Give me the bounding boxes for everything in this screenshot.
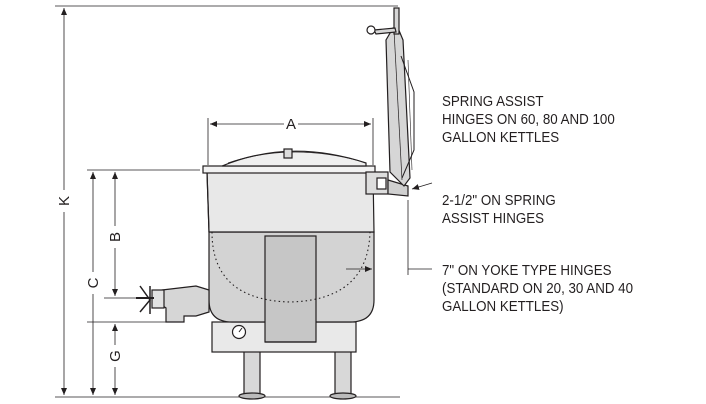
note-yoke-offset-line-1: 7" ON YOKE TYPE HINGES [442,263,612,279]
kettle-leg-left [243,349,261,395]
lid-knob [283,148,293,159]
note-spring-assist-hinges: SPRING ASSIST HINGES ON 60, 80 AND 100 G… [442,93,615,147]
note-yoke-offset-line-3: GALLON KETTLES) [442,299,564,315]
kettle-drawing [55,5,415,400]
dimension-labels: A K C B G [56,116,296,362]
dimension-label-c: C [85,277,102,288]
note-spring-offset-line-1: 2-1/2" ON SPRING [442,193,556,209]
note-yoke-offset: 7" ON YOKE TYPE HINGES (STANDARD ON 20, … [442,262,633,316]
dimension-label-a: A [286,116,296,133]
kettle-rim [202,165,376,174]
note-spring-assist-line-2: HINGES ON 60, 80 AND 100 [442,112,615,128]
dimension-label-k: K [56,196,73,206]
dimension-lines [61,7,433,395]
kettle-leg-right [334,349,352,395]
note-spring-assist-line-3: GALLON KETTLES [442,130,560,146]
lid-handle [373,27,397,35]
note-yoke-offset-line-2: (STANDARD ON 20, 30 AND 40 [442,281,634,297]
dimension-label-g: G [107,350,124,362]
kettle-center-panel [264,235,317,343]
dimension-label-b: B [107,232,124,242]
note-spring-offset-line-2: ASSIST HINGES [442,211,545,227]
note-spring-assist-line-1: SPRING ASSIST [442,94,544,110]
draw-off-valve [159,285,210,323]
kettle-body [206,171,375,233]
handle-knob [366,25,376,35]
note-spring-offset: 2-1/2" ON SPRING ASSIST HINGES [442,192,556,228]
kettle-inner-bowl [211,231,371,303]
